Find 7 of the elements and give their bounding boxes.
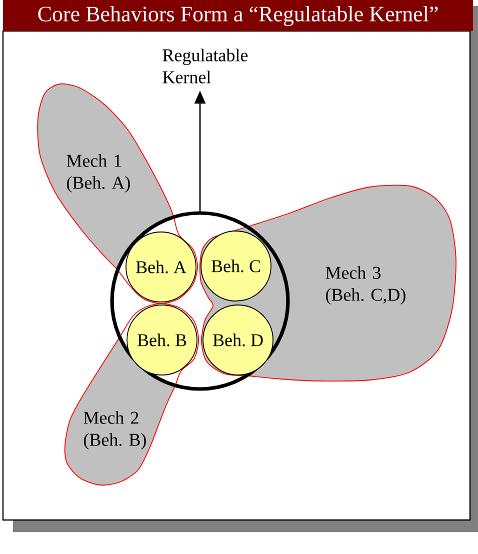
title-bar: Core Behaviors Form a “Regulatable Kernel” — [3, 0, 473, 31]
circle-node: Beh. B — [126, 304, 198, 376]
text-label: Regulatable Kernel — [162, 48, 248, 84]
circle-node: Beh. D — [202, 304, 274, 376]
circle-node: Beh. A — [126, 232, 196, 302]
large-circle — [110, 211, 290, 391]
circle-node: Beh. C — [200, 230, 272, 302]
